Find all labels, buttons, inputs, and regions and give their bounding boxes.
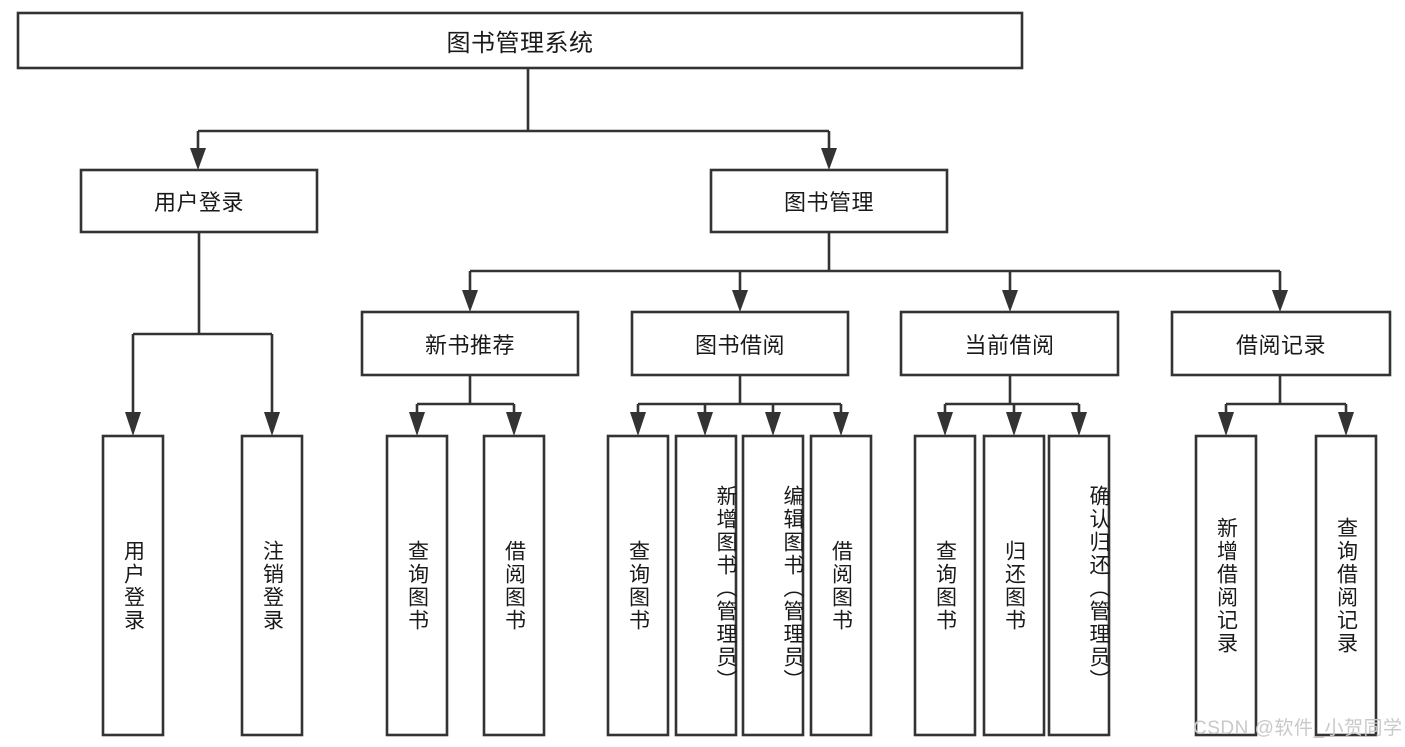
leaf-box-user-login-0[interactable]	[101, 434, 165, 737]
arrowhead-book-borrow	[732, 290, 748, 312]
arrowhead-current-borrow	[1002, 290, 1018, 312]
node-box-user-login[interactable]	[79, 168, 319, 234]
arrowhead-leaf-current-borrow-2	[1006, 412, 1022, 436]
arrowhead-leaf-book-borrow-1	[630, 412, 646, 436]
node-box-root[interactable]	[16, 11, 1024, 70]
node-box-current-borrow[interactable]	[899, 310, 1120, 377]
arrowhead-leaf-user-login-2	[264, 412, 280, 436]
arrowhead-new-book	[462, 290, 478, 312]
arrowhead-leaf-book-borrow-4	[833, 412, 849, 436]
arrowhead-leaf-new-book-2	[506, 412, 522, 436]
arrowhead-leaf-book-borrow-2	[697, 412, 713, 436]
node-box-new-book-recommend[interactable]	[360, 310, 580, 377]
arrowhead-leaf-new-book-1	[409, 412, 425, 436]
node-box-book-manage[interactable]	[709, 168, 949, 234]
leaf-box-new-book-0[interactable]	[385, 434, 449, 737]
node-box-book-borrow[interactable]	[630, 310, 850, 377]
node-box-borrow-record[interactable]	[1170, 310, 1392, 377]
arrowhead-leaf-book-borrow-3	[765, 412, 781, 436]
leaf-box-book-borrow-2[interactable]	[741, 434, 805, 737]
leaf-box-current-borrow-2[interactable]	[1047, 434, 1111, 737]
arrowhead-leaf-borrow-record-2	[1338, 412, 1354, 436]
arrowhead-borrow-record	[1272, 290, 1288, 312]
watermark-text: CSDN @软件_小贺同学	[1193, 718, 1403, 739]
leaf-box-new-book-1[interactable]	[482, 434, 546, 737]
arrowhead-leaf-borrow-record-1	[1218, 412, 1234, 436]
leaf-box-book-borrow-1[interactable]	[674, 434, 738, 737]
leaf-box-book-borrow-0[interactable]	[606, 434, 670, 737]
leaf-box-book-borrow-3[interactable]	[809, 434, 873, 737]
arrowhead-leaf-user-login-1	[125, 412, 141, 436]
leaf-box-borrow-record-1[interactable]	[1314, 434, 1378, 737]
leaf-box-current-borrow-0[interactable]	[913, 434, 977, 737]
leaf-box-user-login-1[interactable]	[240, 434, 304, 737]
leaf-box-current-borrow-1[interactable]	[982, 434, 1046, 737]
arrowhead-leaf-current-borrow-1	[937, 412, 953, 436]
arrowhead-leaf-current-borrow-3	[1071, 412, 1087, 436]
arrowhead-book-manage	[821, 148, 837, 170]
leaf-box-borrow-record-0[interactable]	[1194, 434, 1258, 737]
arrowhead-user-login	[190, 148, 206, 170]
